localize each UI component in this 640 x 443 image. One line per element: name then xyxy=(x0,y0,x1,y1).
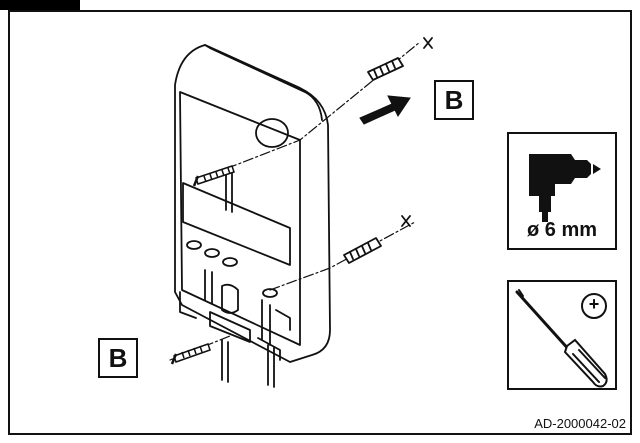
corner-tab xyxy=(0,0,80,10)
diagram-border xyxy=(8,10,632,435)
reference-code: AD-2000042-02 xyxy=(534,416,626,431)
drill-tool-box: ø 6 mm xyxy=(507,132,617,250)
drill-icon xyxy=(529,154,601,222)
screwdriver-tool-box: + xyxy=(507,280,617,390)
phillips-head-symbol: + xyxy=(588,294,600,314)
label-b-bottom: B xyxy=(98,338,138,378)
drill-size-text: ø 6 mm xyxy=(526,219,598,241)
label-b-top: B xyxy=(434,80,474,120)
phillips-head-icon xyxy=(581,293,607,319)
phillips-screwdriver-icon xyxy=(515,289,608,388)
